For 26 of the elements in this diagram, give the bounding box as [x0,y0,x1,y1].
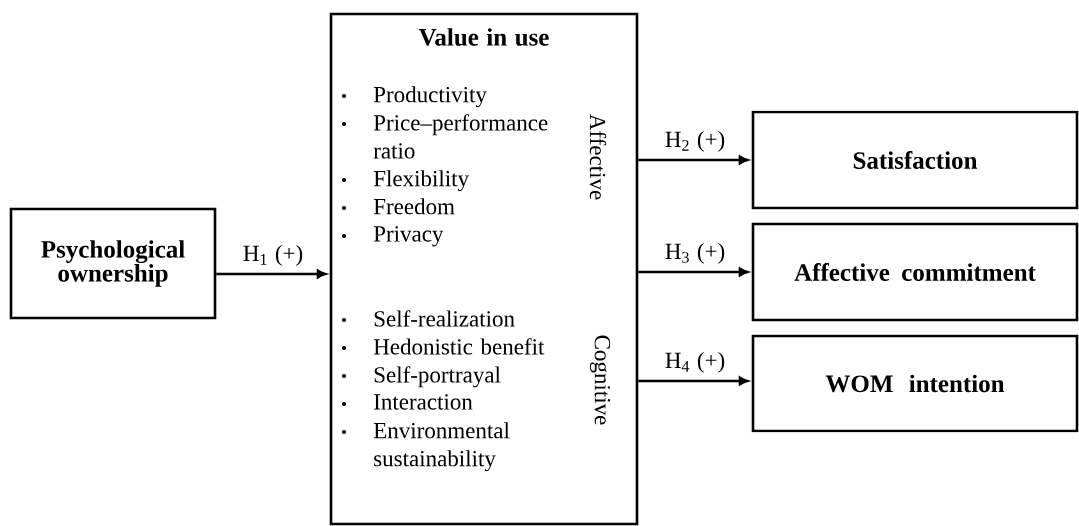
construct-box: Affective commitment [751,222,1079,322]
construct-box: WOM intention [751,334,1079,433]
side-label: Affective [589,114,607,200]
edge-label: H$_{4}$ (+) [665,351,725,373]
construct-box [329,12,639,526]
arrow [638,155,749,165]
list-item: Environmental sustainability [373,422,510,472]
list-item: Privacy [373,226,444,247]
side-label: Cognitive [589,335,611,425]
construct-box: Psychological ownership [9,207,217,320]
edge-label: H$_{1}$ (+) [243,244,303,266]
list-item: Freedom [373,198,455,215]
list-item: Interaction [374,394,473,410]
list-item: Self-portrayal [374,366,501,388]
construct-box: Satisfaction [751,110,1079,210]
list-item: Price–performance ratio [373,114,548,159]
edge-label: H$_{2}$ (+) [665,130,725,152]
list-item: Self-realization [374,310,515,327]
edge-label: H$_{3}$ (+) [665,242,725,264]
box-heading: Value in use [418,28,549,46]
arrow [638,376,749,386]
list-item: Hedonistic benefit [373,338,545,355]
list-item: Productivity [373,86,487,108]
arrow [216,269,327,279]
list-item: Flexibility [373,170,469,192]
arrow [638,267,749,277]
